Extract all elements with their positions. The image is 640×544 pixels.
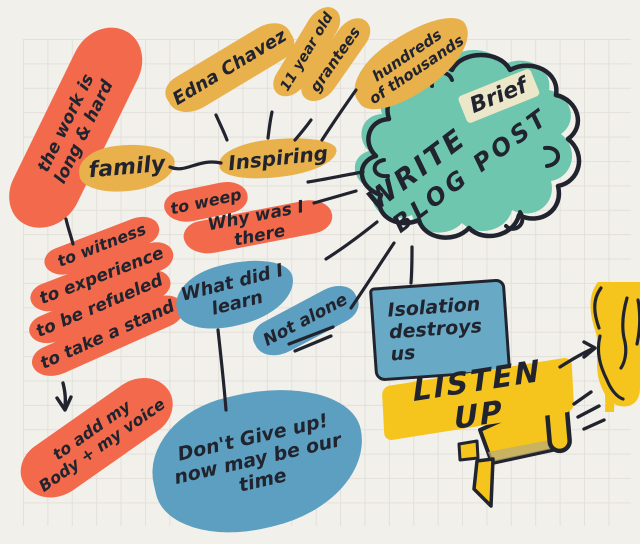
node-isolation-label: Isolation destroys us bbox=[386, 293, 483, 366]
node-dont-give-up-label: Don't Give up! now may be our time bbox=[172, 409, 344, 497]
node-family-label: family bbox=[87, 152, 167, 184]
